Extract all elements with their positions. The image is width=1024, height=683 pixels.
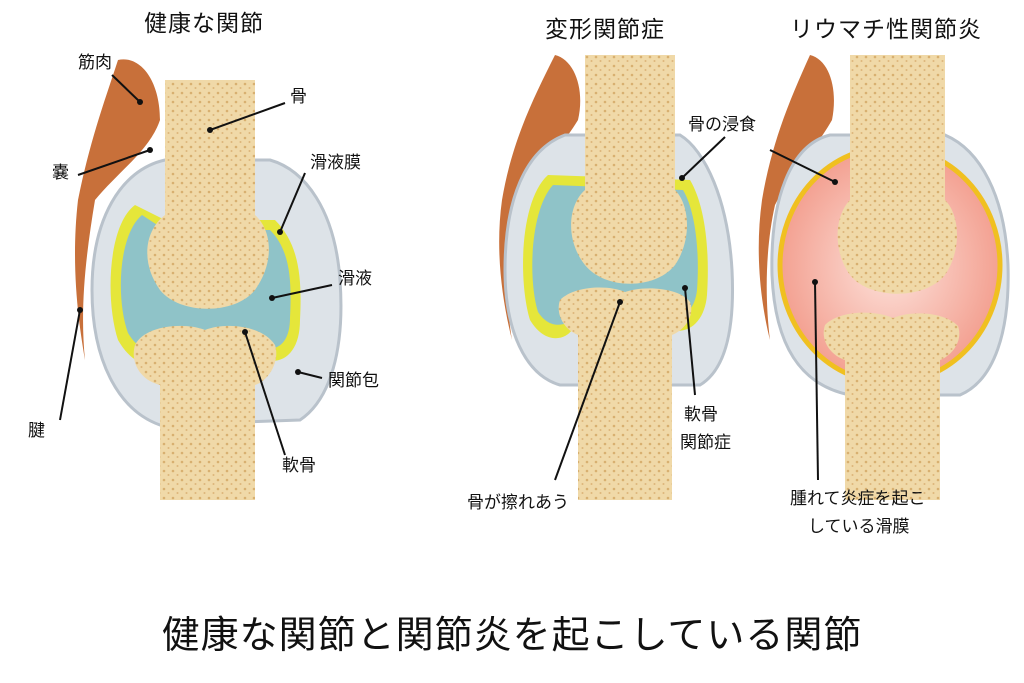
leader-joint-capsule <box>297 371 323 379</box>
label-joint-capsule: 関節包 <box>328 371 379 391</box>
leader-dots <box>77 99 838 375</box>
label-synovial-membrane: 滑液膜 <box>310 153 361 173</box>
osteoarthritis-title: 変形関節症 <box>545 17 665 43</box>
leader-bursa <box>77 149 151 176</box>
leader-cartilage <box>244 331 286 456</box>
ra-muscle <box>758 55 834 340</box>
label-synovial-fluid: 滑液 <box>338 269 372 289</box>
label-muscle: 筋肉 <box>78 53 112 73</box>
leader-dot <box>679 175 685 181</box>
label-bone: 骨 <box>290 87 307 107</box>
ra-upper-bone <box>837 55 958 294</box>
leader-bone <box>209 102 286 131</box>
leader-synovial-fluid <box>271 284 333 299</box>
healthy-upper-bone <box>147 80 269 309</box>
leader-dot <box>277 229 283 235</box>
healthy-joint-illustration <box>75 59 343 500</box>
oa-lower-bone <box>558 287 692 500</box>
leader-dot <box>77 307 83 313</box>
label-inflamed-membrane-line1: 腫れて炎症を起こ <box>790 489 926 509</box>
leader-dot <box>137 99 143 105</box>
leader-dot <box>617 299 623 305</box>
leader-dot <box>682 285 688 291</box>
osteoarthritis-illustration <box>499 55 734 500</box>
oa-muscle <box>499 55 581 340</box>
leader-dot <box>242 329 248 335</box>
oa-upper-bone <box>571 55 688 284</box>
leader-dot <box>147 147 153 153</box>
label-bones-rubbing: 骨が擦れあう <box>467 493 569 513</box>
healthy-lower-bone <box>133 325 277 500</box>
label-bone-erosion: 骨の浸食 <box>688 115 756 135</box>
leader-inflamed-membrane <box>814 281 819 481</box>
leader-synovial-membrane <box>279 172 306 233</box>
figure-caption: 健康な関節と関節炎を起こしている関節 <box>161 613 863 657</box>
leader-dot <box>832 179 838 185</box>
ra-lower-bone <box>823 312 960 500</box>
leader-muscle <box>111 74 141 103</box>
leader-tendon <box>59 309 81 421</box>
label-tendon: 腱 <box>28 421 45 441</box>
leader-bones-rubbing <box>554 301 621 481</box>
label-bursa: 嚢 <box>52 163 69 183</box>
leader-bone-erosion <box>681 136 726 179</box>
healthy-joint-title: 健康な関節 <box>144 11 264 37</box>
rheumatoid-title: リウマチ性関節炎 <box>790 17 982 43</box>
label-cartilage-disease-line2: 関節症 <box>680 433 731 453</box>
leader-ra-erosion <box>769 149 836 183</box>
leader-cartilage-disease <box>684 287 696 396</box>
label-inflamed-membrane-line2: している滑膜 <box>808 517 910 537</box>
rheumatoid-illustration <box>758 55 1010 500</box>
leader-dot <box>812 279 818 285</box>
leader-lines <box>59 74 836 481</box>
healthy-muscle <box>75 59 160 361</box>
leader-dot <box>269 295 275 301</box>
leader-dot <box>207 127 213 133</box>
leader-dot <box>295 369 301 375</box>
label-cartilage-disease-line1: 軟骨 <box>684 405 718 425</box>
label-cartilage: 軟骨 <box>282 456 316 476</box>
